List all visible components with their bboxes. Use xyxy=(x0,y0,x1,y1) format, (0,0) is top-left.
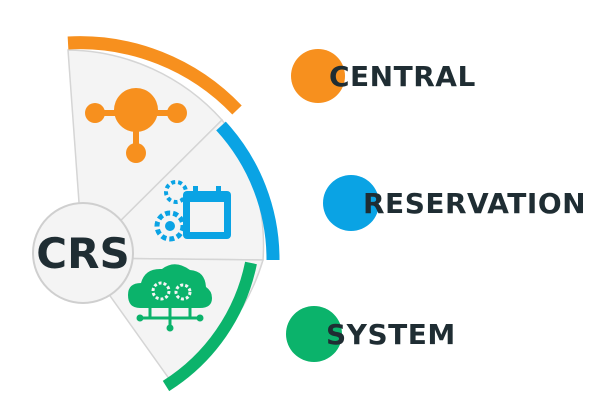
legend-row-system: SYSTEM xyxy=(286,306,456,362)
cloud-gears-icon xyxy=(128,264,212,332)
acronym-circle xyxy=(32,202,134,304)
legend-word-central: CENTRAL xyxy=(329,59,476,93)
arc-system xyxy=(162,261,257,392)
hub-network-icon xyxy=(85,88,187,163)
gear-calendar-icon xyxy=(154,180,231,242)
legend-row-central: CENTRAL xyxy=(291,49,476,103)
legend-dot-system xyxy=(286,306,342,362)
legend-dot-central xyxy=(291,49,345,103)
legend-row-reservation: RESERVATION xyxy=(323,175,586,231)
legend-word-reservation: RESERVATION xyxy=(363,186,587,220)
legend-word-system: SYSTEM xyxy=(326,317,456,351)
arc-central xyxy=(67,36,242,115)
legend-dot-reservation xyxy=(323,175,379,231)
acronym-text: CRS xyxy=(36,229,129,278)
arc-reservation xyxy=(216,121,280,261)
